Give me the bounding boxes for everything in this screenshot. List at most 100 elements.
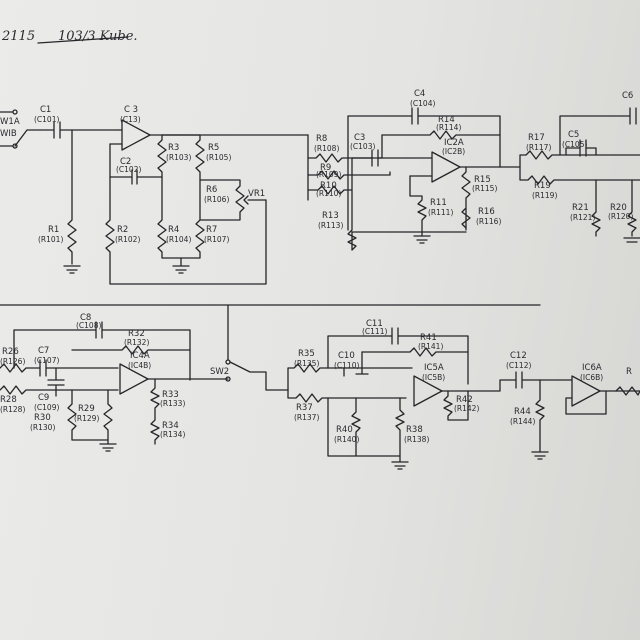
label-r1: R1	[48, 225, 59, 235]
label-r108: (R108)	[314, 144, 339, 153]
opamp-ic1-leads	[109, 129, 163, 145]
label-c111: (C111)	[362, 327, 387, 336]
label-r130: (R130)	[30, 423, 55, 432]
label-r-out: R	[626, 367, 632, 377]
label-r115: (R115)	[472, 184, 497, 193]
resistor-r13	[347, 157, 357, 251]
resistor-r15-r16	[461, 166, 471, 231]
label-c8: C8	[80, 313, 91, 323]
label-r141: (R141)	[418, 342, 443, 351]
label-r129: (R129)	[74, 414, 99, 423]
opamp-ic1	[121, 119, 151, 151]
label-r144: (R144)	[510, 417, 535, 426]
label-vr1: VR1	[248, 189, 265, 199]
label-r20: R20	[610, 203, 627, 213]
label-c11: C11	[366, 319, 383, 329]
label-c107: (C107)	[34, 356, 59, 365]
label-r119: (R119)	[532, 191, 557, 200]
label-r4: R4	[168, 225, 179, 235]
label-ic6b: (IC6B)	[580, 373, 603, 382]
resistor-output	[615, 386, 640, 396]
label-r33: R33	[162, 390, 179, 400]
resistor-r28	[0, 385, 119, 395]
ground-r38	[391, 455, 409, 470]
label-r11: R11	[430, 198, 447, 208]
label-r44: R44	[514, 407, 531, 417]
label-c5: C5	[568, 130, 579, 140]
label-r35: R35	[298, 349, 315, 359]
ground-r11	[413, 235, 431, 244]
wire-link	[0, 304, 541, 361]
capacitor-c5	[565, 139, 597, 157]
label-ic4a: IC4A	[130, 351, 150, 361]
ground-r4	[172, 257, 190, 274]
label-r34: R34	[162, 421, 179, 431]
capacitor-c6	[559, 107, 637, 156]
resistor-r10	[307, 185, 353, 195]
label-r106: (R106)	[204, 195, 229, 204]
ground-r1	[63, 265, 81, 274]
label-r101: (R101)	[38, 235, 63, 244]
label-r30: R30	[34, 413, 51, 423]
title-author: 103/3 Kube.	[58, 29, 138, 44]
label-r126: (R126)	[0, 357, 25, 366]
label-r120: (R120)	[608, 212, 633, 221]
label-r140: (R140)	[334, 435, 359, 444]
label-r121: (R121)	[570, 213, 595, 222]
opamp-ic4a	[119, 363, 149, 395]
label-c109: (C109)	[34, 403, 59, 412]
label-r37: R37	[296, 403, 313, 413]
sw2-contact-b	[225, 376, 231, 382]
label-c4: C4	[414, 89, 425, 99]
label-r19: R19	[534, 181, 551, 191]
label-r116: (R116)	[476, 217, 501, 226]
label-r137: (R137)	[294, 413, 319, 422]
label-r109: (R109)	[316, 170, 341, 179]
label-r110: (R110)	[316, 189, 341, 198]
label-c3: C3	[354, 133, 365, 143]
capacitor-c10-plate	[355, 351, 369, 375]
label-r142: (R142)	[454, 404, 479, 413]
label-r135: (R135)	[294, 359, 319, 368]
capacitor-c4	[347, 107, 501, 231]
label-r138: (R138)	[404, 435, 429, 444]
label-r15: R15	[474, 175, 491, 185]
label-r134: (R134)	[160, 430, 185, 439]
resistor-r29-r30	[67, 389, 113, 441]
label-r26: R26	[2, 347, 19, 357]
label-r38: R38	[406, 425, 423, 435]
label-r21: R21	[572, 203, 589, 213]
resistor-r14	[381, 130, 501, 140]
resistor-network-r3-r7	[157, 134, 205, 259]
label-r8: R8	[316, 134, 327, 144]
label-r16: R16	[478, 207, 495, 217]
label-c12: C12	[510, 351, 527, 361]
label-r40: R40	[336, 425, 353, 435]
label-c1: C1	[40, 105, 51, 115]
resistor-r33-r34	[150, 378, 160, 445]
capacitor-c8	[13, 321, 191, 381]
label-c6: C6	[622, 91, 633, 101]
label-r41: R41	[420, 333, 437, 343]
resistor-r17	[499, 150, 640, 168]
sw2-wiper	[229, 361, 289, 391]
ground-r29	[99, 439, 117, 452]
label-r14: R14	[438, 115, 455, 125]
resistor-r41	[361, 347, 469, 357]
label-c-top: C 3	[124, 105, 138, 115]
label-r114: (R114)	[436, 123, 461, 132]
label-r103: (R103)	[166, 153, 191, 162]
label-sw1b: WIB	[0, 129, 17, 139]
label-sw1a: W1A	[0, 117, 20, 127]
label-r117: (R117)	[526, 143, 551, 152]
opamp-ic6a	[571, 375, 601, 407]
sw1-wiper	[0, 111, 41, 147]
label-ic2a: IC2A	[444, 138, 464, 148]
label-r3: R3	[168, 143, 179, 153]
label-c110: (C110)	[334, 361, 359, 370]
opamp-ic5a	[413, 375, 443, 407]
vr1-wiper	[243, 195, 267, 205]
label-c102: (C102)	[116, 165, 141, 174]
label-r104: (R104)	[166, 235, 191, 244]
